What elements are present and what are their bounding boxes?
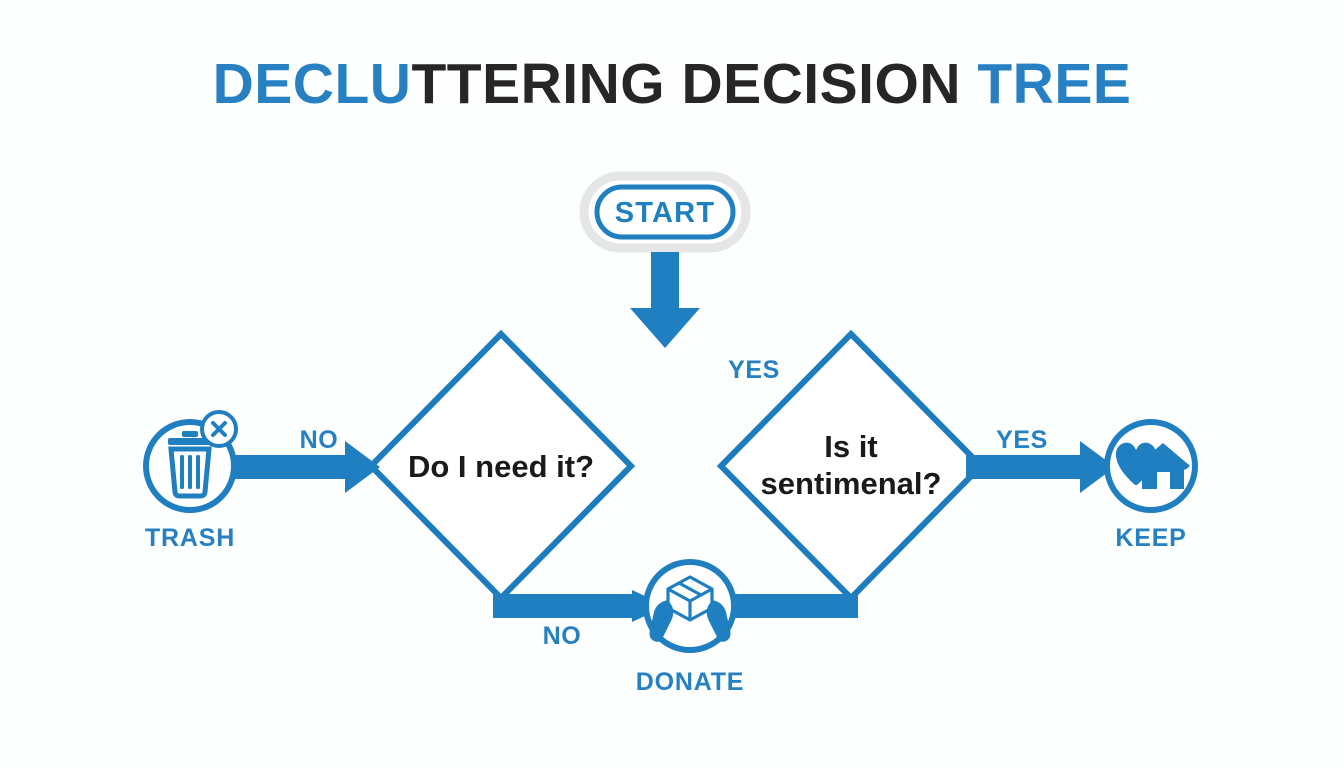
heart-home-icon xyxy=(1115,442,1190,489)
decision-label-sentimental-line1: Is it xyxy=(824,429,877,464)
edge-label-no-trash: NO xyxy=(300,426,339,454)
decision-label-need-line1: Do I need it? xyxy=(408,449,594,484)
start-label: START xyxy=(615,197,716,229)
page-title: DECLUTTERING DECISION TREE xyxy=(0,52,1344,116)
edge-trash-arrowhead xyxy=(345,441,380,493)
outcome-node-trash[interactable]: TRASH xyxy=(143,410,238,552)
title-segment-blue-2: TREE xyxy=(977,52,1132,116)
outcome-node-donate[interactable]: DONATE xyxy=(636,559,745,696)
edge-donate-right-bar xyxy=(722,594,858,618)
edge-label-no-donate: NO xyxy=(543,622,582,650)
start-node[interactable]: START xyxy=(579,171,751,253)
decision-node-need[interactable]: Do I need it? xyxy=(366,329,636,603)
edge-donate-to-sentimental xyxy=(722,594,858,618)
edge-label-yes-sentimental: YES xyxy=(728,356,780,384)
title-segment-dark-2: DECISION xyxy=(681,52,961,116)
title-segment-dark-1: TTERING xyxy=(411,52,666,116)
edge-need-to-donate: NO xyxy=(493,590,666,650)
outcome-label-donate: DONATE xyxy=(636,668,745,696)
edge-sentimental-to-keep: YES xyxy=(966,426,1115,493)
edge-keep-arrowhead xyxy=(1080,441,1115,493)
edge-label-yes-keep: YES xyxy=(996,426,1048,454)
outcome-label-trash: TRASH xyxy=(145,524,235,552)
edge-start-arrowhead xyxy=(630,308,700,348)
edge-donate-shaft xyxy=(493,594,641,618)
trash-remove-badge-icon xyxy=(200,410,238,448)
edge-start-to-need xyxy=(630,252,700,348)
outcome-label-keep: KEEP xyxy=(1115,524,1186,552)
outcome-node-keep[interactable]: KEEP xyxy=(1104,419,1198,552)
edge-keep-shaft xyxy=(966,455,1092,479)
donate-hands-box-icon xyxy=(649,575,731,642)
edge-start-shaft xyxy=(651,252,679,314)
decision-label-sentimental-line2: sentimenal? xyxy=(761,466,942,501)
title-segment-blue-1: DECLU xyxy=(212,52,412,116)
trash-can-icon xyxy=(168,431,212,499)
start-pill-border xyxy=(594,184,736,240)
edge-need-to-sentimental: YES xyxy=(728,356,780,384)
